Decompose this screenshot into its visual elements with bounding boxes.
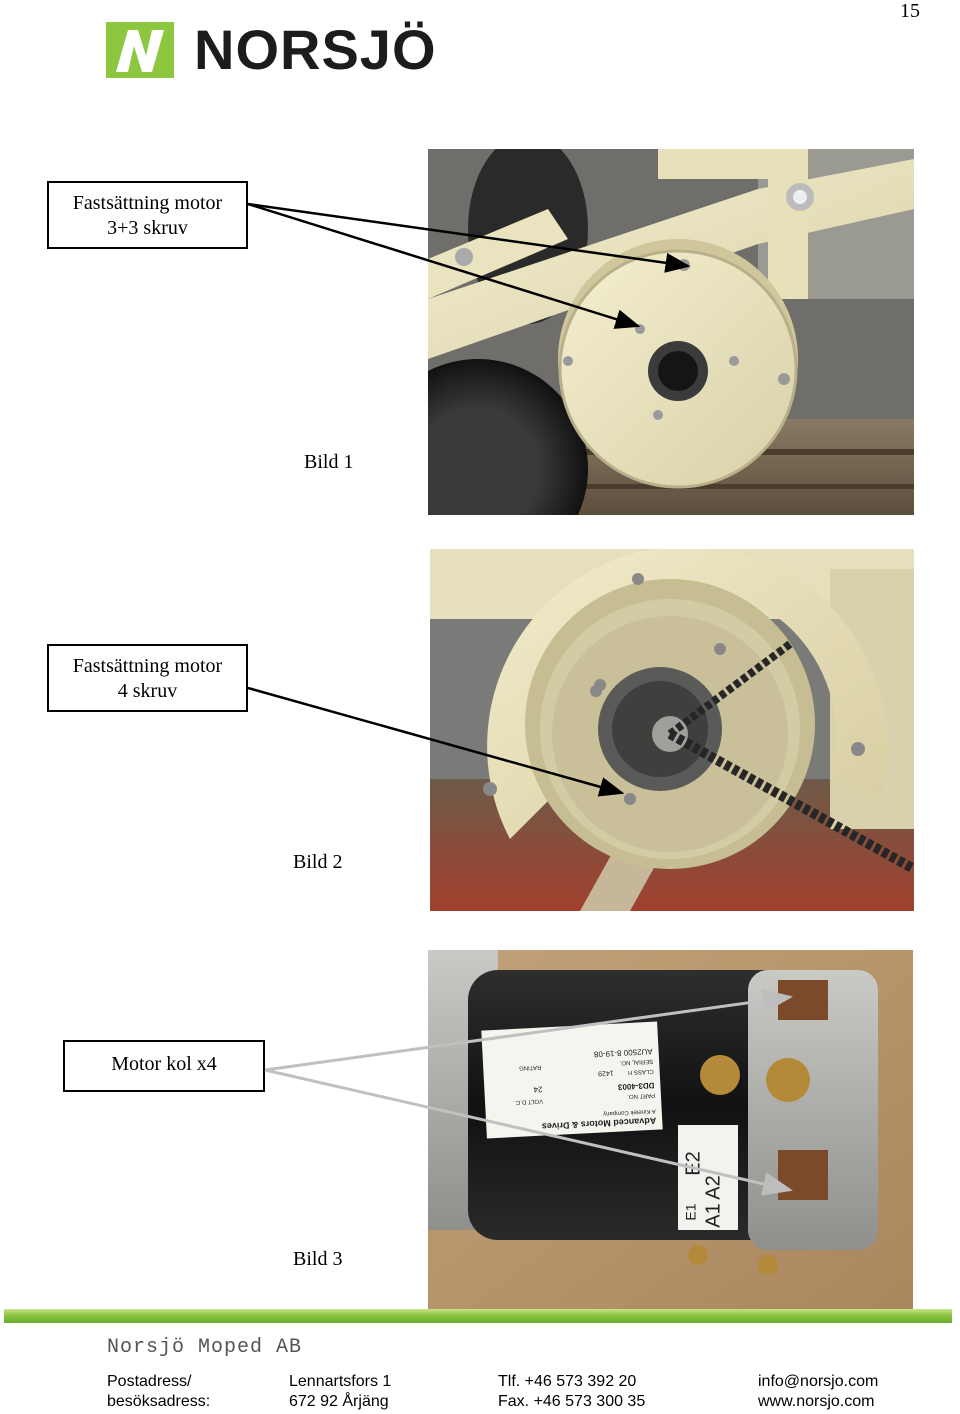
caption-bild-3: Bild 3 bbox=[293, 1248, 343, 1270]
nameplate-part-label: PART NO. bbox=[627, 1091, 656, 1100]
footer-company: Norsjö Moped AB bbox=[107, 1336, 303, 1359]
caption-bild-1: Bild 1 bbox=[304, 451, 354, 473]
terminal-a2: A2 bbox=[702, 1175, 725, 1200]
callout-1-line2: 3+3 skruv bbox=[107, 217, 188, 239]
nameplate-rating-label: RATING bbox=[518, 1063, 542, 1071]
nameplate-volt: 24 bbox=[533, 1084, 543, 1095]
footer-contact: info@norsjo.com www.norsjo.com bbox=[758, 1372, 878, 1412]
brand-name: NORSJÖ bbox=[194, 18, 437, 81]
footer-address: Lennartsfors 1 672 92 Årjäng bbox=[289, 1372, 391, 1412]
nameplate-serial-label: SERIAL NO. bbox=[619, 1057, 654, 1066]
caption-bild-2: Bild 2 bbox=[293, 851, 343, 873]
callout-3-line1: Motor kol x4 bbox=[111, 1053, 217, 1075]
terminal-e1: E1 bbox=[682, 1203, 699, 1221]
footer-address-labels: Postadress/ besöksadress: bbox=[107, 1372, 210, 1412]
photo-motor-mount-2 bbox=[430, 549, 914, 911]
footer-address-label-2: besöksadress: bbox=[107, 1393, 211, 1410]
nameplate-class: 1429 bbox=[597, 1068, 614, 1077]
footer-green-rule bbox=[4, 1309, 952, 1323]
terminal-a1: A1 bbox=[702, 1203, 725, 1228]
footer-email[interactable]: info@norsjo.com bbox=[758, 1373, 879, 1390]
callout-box-1: Fastsättning motor 3+3 skruv bbox=[47, 181, 248, 249]
footer-phone: Tlf. +46 573 392 20 bbox=[498, 1373, 637, 1390]
nameplate-part: DD3-4003 bbox=[617, 1080, 655, 1092]
photo-1-illustration bbox=[428, 149, 914, 515]
photo-motor-mount-1 bbox=[428, 149, 914, 515]
footer-address-label-1: Postadress/ bbox=[107, 1373, 192, 1390]
callout-2-line2: 4 skruv bbox=[117, 680, 178, 702]
footer-fax: Fax. +46 573 300 35 bbox=[498, 1393, 646, 1410]
motor-nameplate: Advanced Motors & Drives A Kinetek Compa… bbox=[481, 1021, 663, 1139]
page-number: 15 bbox=[900, 0, 920, 22]
nameplate-volt-label: VOLT D.C. bbox=[514, 1097, 544, 1106]
terminal-e2: E2 bbox=[682, 1151, 705, 1176]
footer-phone-block: Tlf. +46 573 392 20 Fax. +46 573 300 35 bbox=[498, 1372, 645, 1412]
footer-web[interactable]: www.norsjo.com bbox=[758, 1393, 875, 1410]
nameplate-serial: AU2500 8-19-08 bbox=[593, 1046, 653, 1059]
photo-2-illustration bbox=[430, 549, 914, 911]
norsjo-logo-mark-icon bbox=[106, 22, 174, 78]
norsjo-logo: NORSJÖ bbox=[106, 18, 446, 81]
footer-street: Lennartsfors 1 bbox=[289, 1373, 392, 1390]
callout-box-3: Motor kol x4 bbox=[63, 1040, 265, 1092]
terminal-labels: E2 A2 A1 E1 bbox=[680, 1130, 738, 1228]
nameplate-brand: Advanced Motors & Drives bbox=[541, 1115, 657, 1132]
photo-motor-brushes: Advanced Motors & Drives A Kinetek Compa… bbox=[428, 950, 913, 1313]
footer-city: 672 92 Årjäng bbox=[289, 1393, 389, 1410]
callout-1-line1: Fastsättning motor bbox=[72, 192, 223, 214]
callout-box-2: Fastsättning motor 4 skruv bbox=[47, 644, 248, 712]
callout-2-line1: Fastsättning motor bbox=[72, 655, 223, 677]
nameplate-class-label: CLASS H bbox=[627, 1067, 654, 1076]
